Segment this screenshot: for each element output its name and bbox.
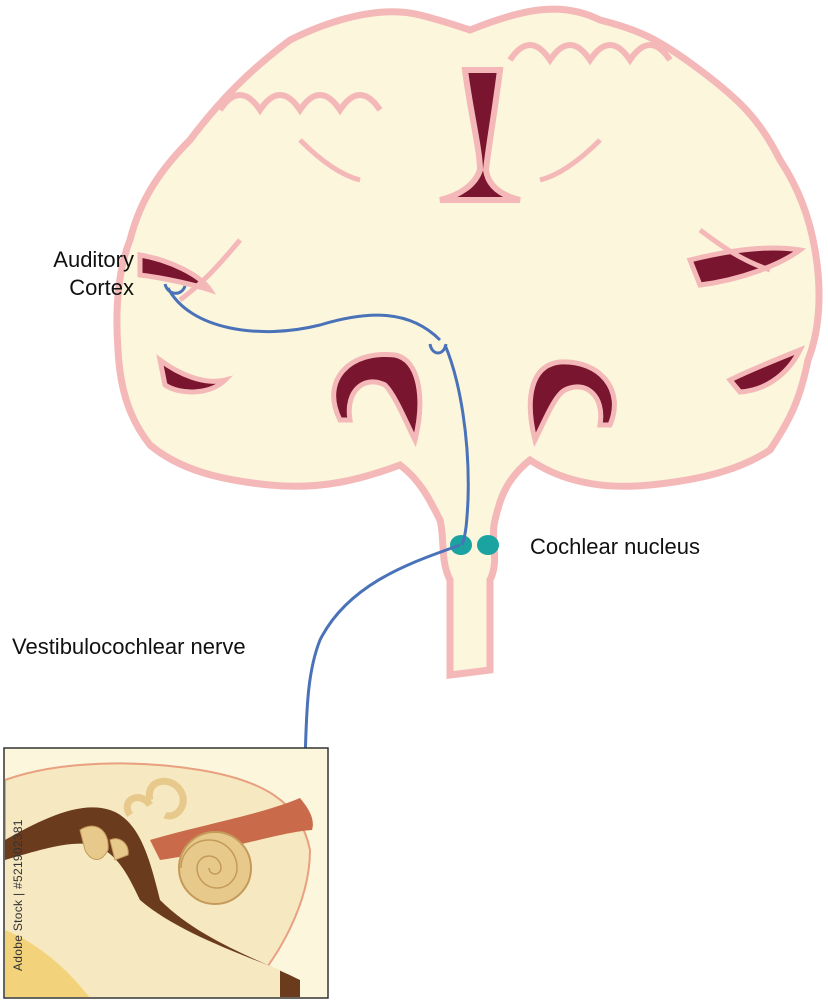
vestibulocochlear-nerve-label: Vestibulocochlear nerve xyxy=(12,634,246,659)
cochlear-nucleus xyxy=(450,535,499,555)
cochlear-nucleus-right xyxy=(477,535,499,555)
sulcus-left-lower xyxy=(156,354,234,395)
pathway-cortex-hook xyxy=(163,283,187,295)
ventricle-right xyxy=(527,359,617,448)
semicircular-canals xyxy=(124,777,187,820)
ear-canal-inner xyxy=(5,843,280,997)
sulcus-left-temporal xyxy=(137,252,217,295)
cochlear-nucleus-left xyxy=(450,535,472,555)
sulcus-right-lower xyxy=(726,345,806,395)
stock-id-text: Adobe Stock | #521902381 xyxy=(11,819,25,971)
auditory-cortex-label-line2: Cortex xyxy=(69,275,134,300)
ventricle-left xyxy=(331,351,423,448)
brain-section xyxy=(113,5,823,679)
pathway-cortex-to-thalamus xyxy=(166,287,442,342)
longitudinal-fissure xyxy=(439,67,521,203)
ossicles xyxy=(79,825,129,861)
outer-ear xyxy=(5,930,90,997)
gyri-top xyxy=(217,42,673,116)
cochlear-nucleus-label: Cochlear nucleus xyxy=(530,534,700,559)
stock-id-watermark: Adobe Stock | #521902381 xyxy=(4,776,26,976)
cochlea-spiral xyxy=(180,839,238,889)
pathway-thalamus-to-nucleus xyxy=(443,344,470,546)
fold-lines xyxy=(178,138,771,302)
auditory-cortex-label-line1: Auditory xyxy=(53,247,134,272)
brain-outline xyxy=(113,5,823,679)
ear-inset xyxy=(3,747,329,999)
auditory-cortex-label: Auditory Cortex xyxy=(0,246,134,302)
cochlea xyxy=(178,831,252,905)
